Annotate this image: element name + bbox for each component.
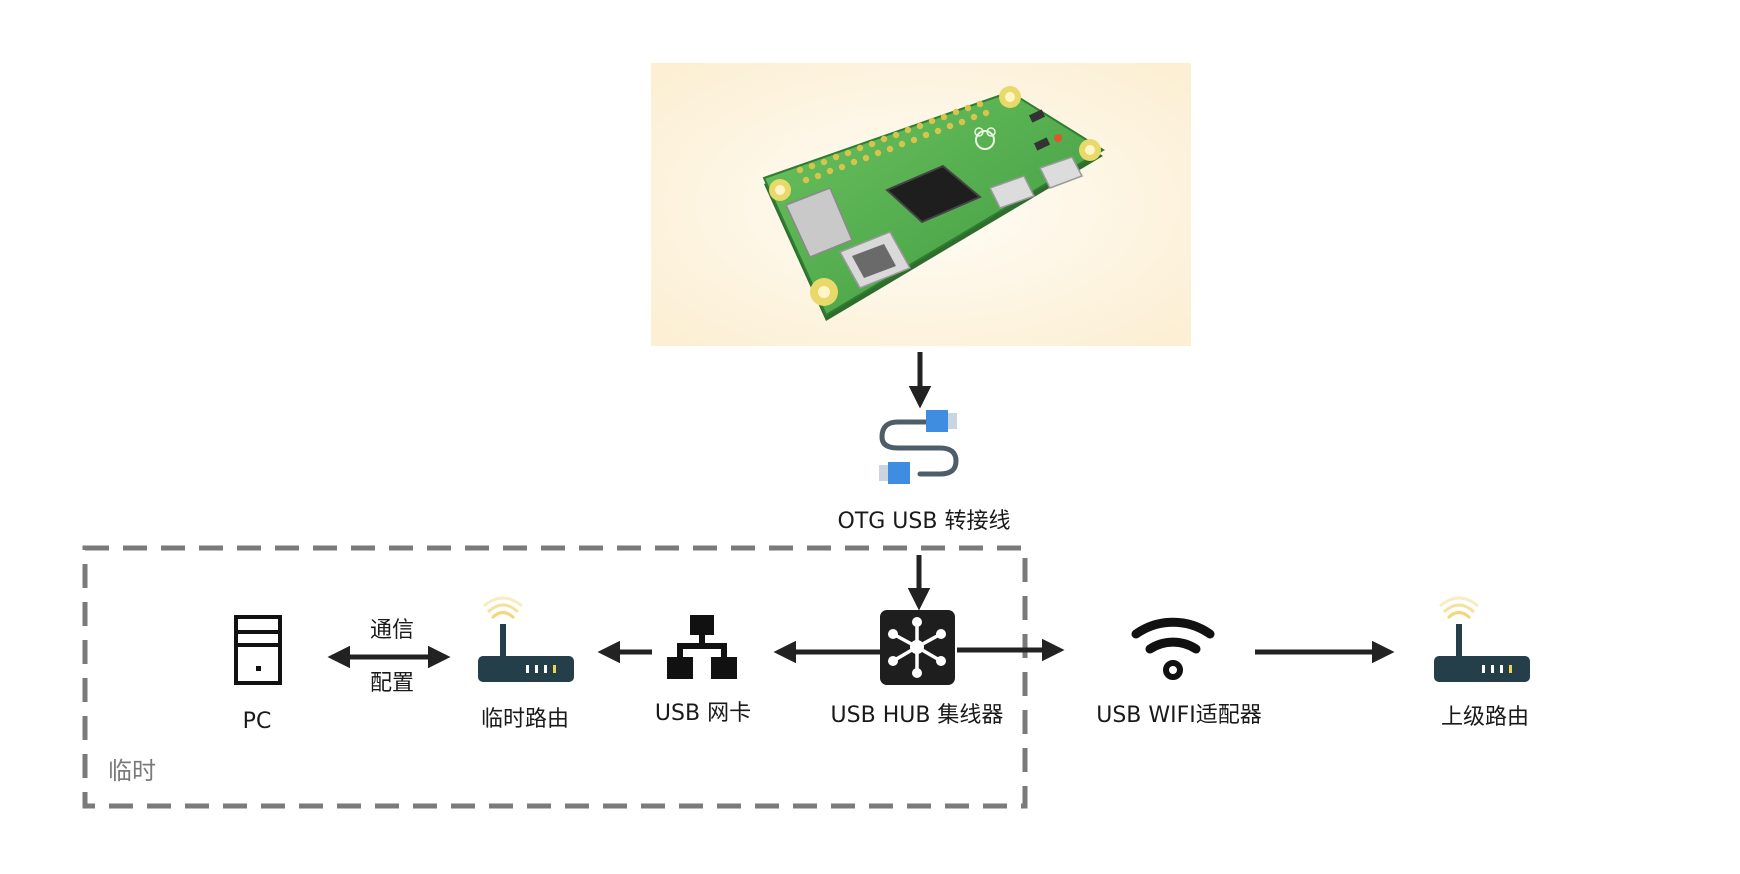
usb-cable-icon [879,410,959,484]
pc-label: PC [243,709,272,734]
temporary-group-box [82,545,1028,809]
pc-tower-icon [234,615,282,685]
otg-label: OTG USB 转接线 [838,509,1011,534]
wifi-icon [1131,617,1215,680]
upper-router-icon [1434,596,1530,682]
edge-label-communication: 通信 [370,618,414,643]
raspberry-pi-zero-image [651,63,1191,346]
network-icon [667,615,737,679]
usb-hub-icon [880,610,955,685]
hub-label: USB HUB 集线器 [831,703,1004,728]
nic-label: USB 网卡 [655,701,751,726]
edge-label-config: 配置 [370,671,414,696]
temp-router-label: 临时路由 [481,707,569,732]
wifi-label: USB WIFI适配器 [1096,703,1262,728]
temporary-group-label: 临时 [108,757,156,785]
raspberry-pi-zero-board [762,86,1105,321]
temp-router-icon [478,596,574,682]
upper-router-label: 上级路由 [1441,705,1529,730]
